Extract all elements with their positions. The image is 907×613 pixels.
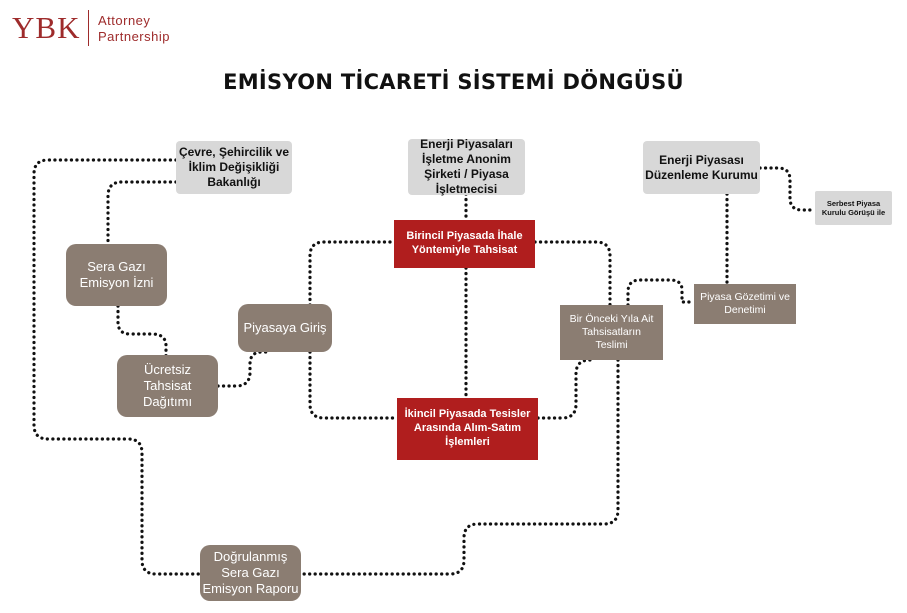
ybk-logo: YBK Attorney Partnership [12,8,212,52]
logo-line-partnership: Partnership [98,29,170,44]
node-sera-gazi-izni: Sera Gazı Emisyon İzni [66,244,167,306]
logo-divider [88,10,89,46]
node-piyasaya-giris: Piyasaya Giriş [238,304,332,352]
node-bakanlik: Çevre, Şehircilik ve İklim Değişikliği B… [176,141,292,194]
node-ucretsiz-tahsisat: Ücretsiz Tahsisat Dağıtımı [117,355,218,417]
connector-bakanlik-sera-izni [106,180,178,247]
connector-epdk-serbest [758,166,817,212]
logo-mark: YBK [12,10,81,45]
node-birincil-piyasa: Birincil Piyasada İhale Yöntemiyle Tahsi… [394,220,535,268]
connector-ucretsiz-piyasaya-giris [216,350,270,388]
node-dogrulanmis-rapor: Doğrulanmış Sera Gazı Emisyon Raporu [200,545,301,601]
connector-ikincil-onceki [536,358,594,420]
connector-bakanlik-dogrulanmis [32,158,202,576]
connector-giris-birincil [308,240,396,307]
node-ikincil-piyasa: İkincil Piyasada Tesisler Arasında Alım-… [397,398,538,460]
node-serbest-piyasa: Serbest Piyasa Kurulu Görüşü ile [815,191,892,225]
connector-giris-ikincil [308,350,399,420]
connector-sera-izni-ucretsiz [116,304,168,358]
node-piyasa-gozetimi: Piyasa Gözetimi ve Denetimi [694,284,796,324]
connector-onceki-dogrulanmis [299,358,620,576]
connector-birincil-onceki [533,240,612,307]
logo-line-attorney: Attorney [98,13,151,28]
diagram-title: EMİSYON TİCARETİ SİSTEMİ DÖNGÜSÜ [223,70,684,94]
node-epdk: Enerji Piyasası Düzenleme Kurumu [643,141,760,194]
node-epias: Enerji Piyasaları İşletme Anonim Şirketi… [408,137,525,196]
connector-onceki-gozetim [626,278,696,307]
node-onceki-yil-teslim: Bir Önceki Yıla Ait Tahsisatların Teslim… [560,305,663,360]
